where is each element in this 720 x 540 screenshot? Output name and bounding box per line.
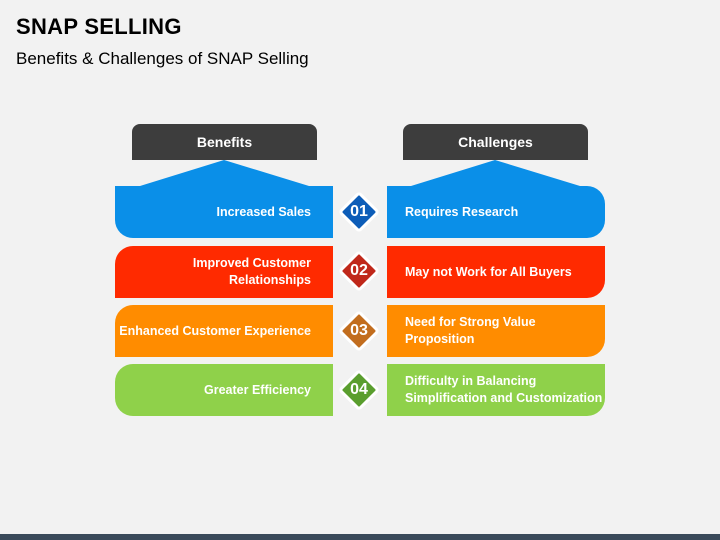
number-label-1: 01 (350, 203, 368, 220)
benefit-card-2: Improved Customer Relationships (115, 246, 333, 298)
challenges-header-pointer (411, 160, 580, 186)
challenge-card-4: Difficulty in Balancing Simplification a… (387, 364, 605, 416)
number-label-4: 04 (350, 381, 368, 398)
number-badge-4: 04 (337, 368, 381, 412)
page-title: SNAP SELLING (16, 14, 182, 39)
number-label-3: 03 (350, 322, 368, 339)
number-badge-1: 01 (337, 190, 381, 234)
benefit-card-4: Greater Efficiency (115, 364, 333, 416)
benefit-text-3: Enhanced Customer Experience (119, 323, 311, 338)
benefit-text-1: Increased Sales (216, 204, 311, 219)
number-badge-3: 03 (337, 309, 381, 353)
challenge-card-3: Need for Strong Value Proposition (387, 305, 605, 357)
number-badge-2: 02 (337, 249, 381, 293)
challenge-text-2: May not Work for All Buyers (405, 264, 572, 279)
challenge-card-2: May not Work for All Buyers (387, 246, 605, 298)
benefits-header: Benefits (132, 124, 317, 160)
benefit-text-4: Greater Efficiency (204, 382, 311, 397)
number-label-2: 02 (350, 262, 368, 279)
challenge-text-1: Requires Research (405, 204, 519, 219)
challenge-text-4: Difficulty in Balancing Simplification a… (405, 374, 603, 405)
footer-bar (0, 534, 720, 540)
challenge-card-1: Requires Research (387, 186, 605, 238)
benefit-text-2: Improved Customer Relationships (192, 256, 311, 287)
benefit-card-1: Increased Sales (115, 186, 333, 238)
page-subtitle: Benefits & Challenges of SNAP Selling (16, 49, 309, 68)
benefits-header-pointer (140, 160, 309, 186)
challenge-text-3: Need for Strong Value Proposition (405, 315, 536, 346)
benefit-card-3: Enhanced Customer Experience (115, 305, 333, 357)
challenges-header: Challenges (403, 124, 588, 160)
